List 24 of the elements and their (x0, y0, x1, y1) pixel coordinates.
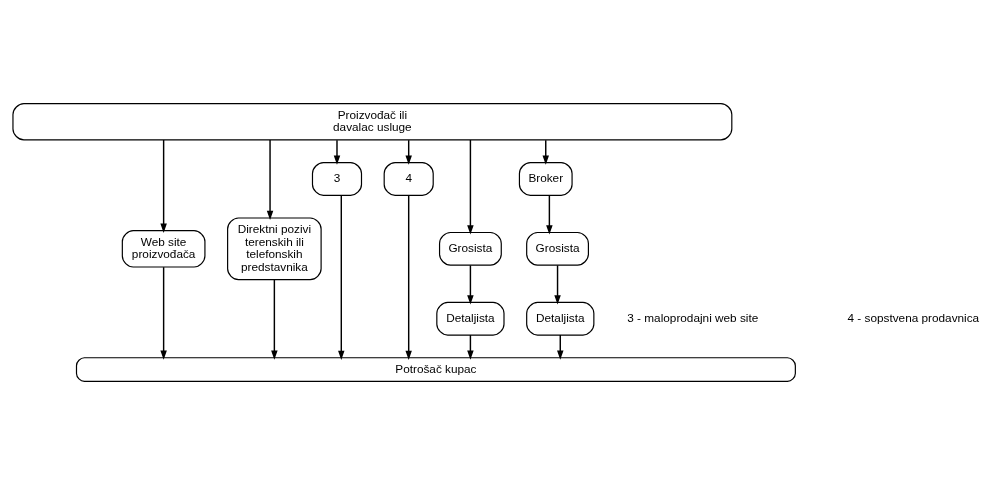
node-box: Grosista (438, 231, 502, 266)
node-box: Detaljista (436, 301, 505, 336)
arrow (160, 266, 167, 360)
label: 3 - maloprodajni web site (627, 310, 759, 324)
arrow (338, 194, 345, 360)
arrow (405, 194, 412, 360)
arrow (160, 139, 167, 233)
arrow (333, 139, 341, 165)
arrow (467, 139, 474, 235)
node-box: Web site proizvođača (121, 230, 206, 268)
arrow (266, 139, 274, 221)
node-box: 4 (383, 162, 434, 196)
node-box: Proizvođač ili davalac usluge (12, 103, 733, 141)
arrow (546, 194, 553, 235)
arrow (271, 279, 278, 360)
node-box: Direktni pozivi terenskih ili telefonskih predstavnika (227, 217, 322, 281)
node-box: 3 (311, 162, 363, 196)
node-box: Detaljista (526, 301, 595, 336)
node-box: Potrošač kupac (75, 357, 796, 382)
arrow (467, 264, 474, 305)
node-box: Grosista (526, 231, 589, 266)
label: 4 - sopstvena prodavnica (847, 310, 980, 324)
node-box: Broker (518, 162, 573, 196)
arrow (554, 264, 561, 305)
